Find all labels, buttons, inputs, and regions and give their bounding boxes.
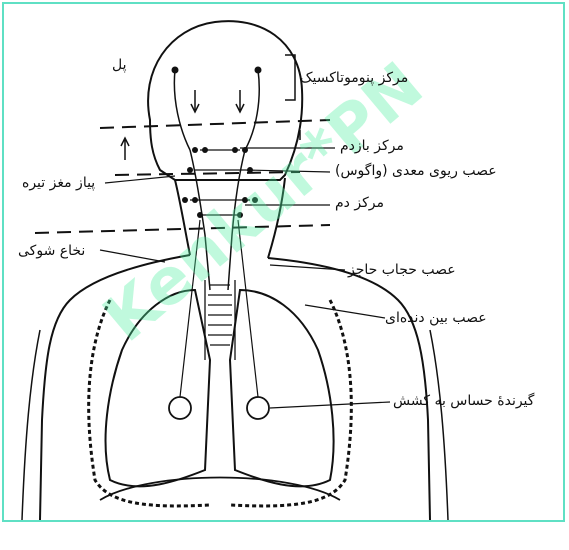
label-intercostal-nerve: عصب بین دنده‌ای — [385, 310, 487, 326]
label-spinal-cord: نخاع شوکی — [18, 243, 85, 259]
label-pons: پل — [112, 57, 127, 73]
label-vagus-nerve: عصب ریوی معدی (واگوس) — [335, 163, 497, 179]
label-phrenic-nerve: عصب حجاب حاجز — [348, 262, 456, 278]
label-inspiratory-center: مرکز دم — [335, 195, 384, 211]
label-expiratory-center: مرکز بازدم — [340, 138, 404, 154]
right-lung — [230, 290, 334, 486]
label-stretch-receptor: گیرندهٔ حساس به کشش — [393, 393, 534, 409]
label-medulla: پیاز مغز تیره — [22, 175, 95, 191]
label-pneumotaxic-center: مرکز پنوموتاکسیک — [300, 70, 408, 86]
